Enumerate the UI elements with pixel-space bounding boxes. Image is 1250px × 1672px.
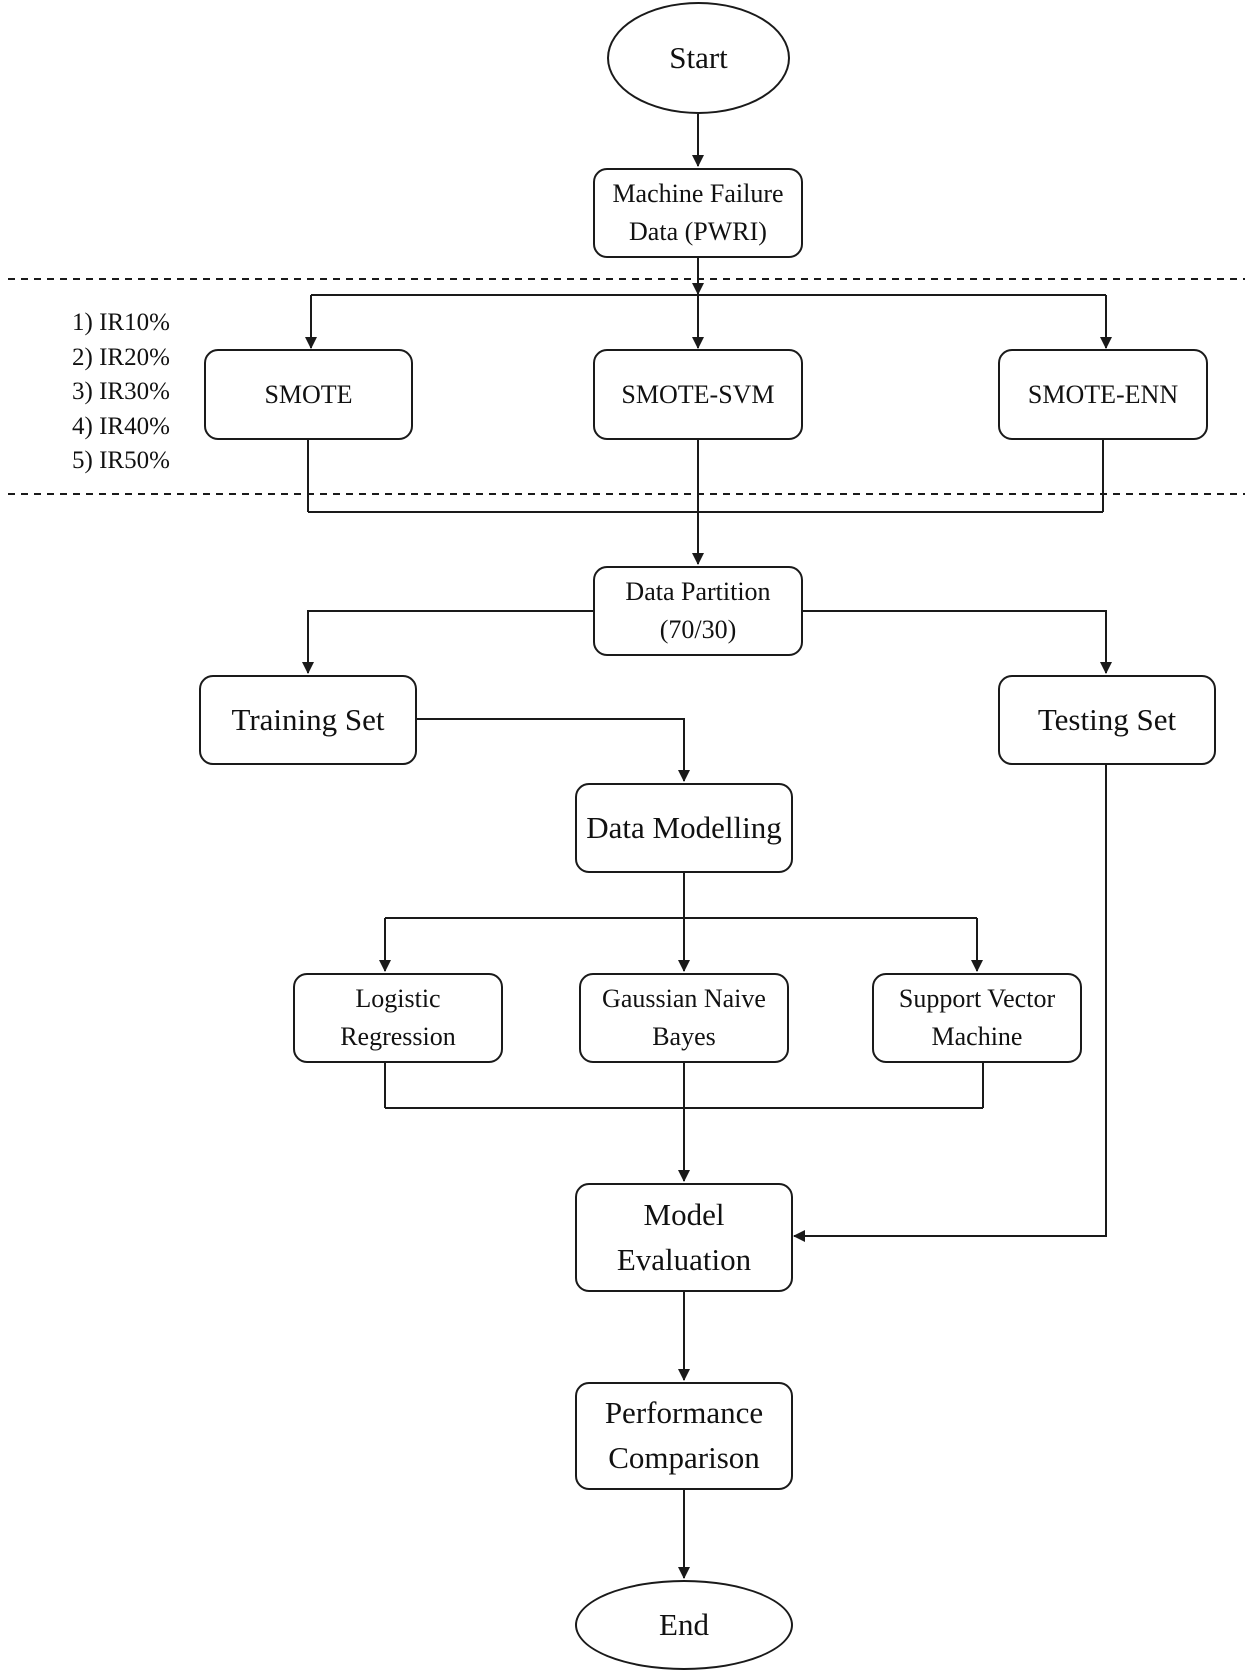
gnb-line2: Bayes [652,1022,716,1051]
imbalance-ratio-list: 1) IR10% 2) IR20% 3) IR30% 4) IR40% 5) I… [72,306,170,479]
partition-line2: (70/30) [659,615,737,644]
data-source-line1: Machine Failure [612,179,784,209]
evaluation-line2: Evaluation [616,1241,752,1277]
performance-comparison-box: Performance Comparison [575,1382,793,1490]
smote-enn-label: SMOTE-ENN [1027,379,1179,409]
comparison-line1: Performance [604,1395,764,1431]
data-partition-box: Data Partition (70/30) [593,566,803,656]
support-vector-machine-box: Support Vector Machine [872,973,1082,1063]
end-label: End [659,1606,709,1642]
testing-set-box: Testing Set [998,675,1216,765]
smote-svm-box: SMOTE-SVM [593,349,803,440]
evaluation-line1: Model [643,1196,725,1232]
smote-enn-box: SMOTE-ENN [998,349,1208,440]
machine-failure-data-box: Machine Failure Data (PWRI) [593,168,803,258]
partition-line1: Data Partition [625,577,771,607]
gaussian-naive-bayes-box: Gaussian Naive Bayes [579,973,789,1063]
data-modelling-box: Data Modelling [575,783,793,873]
gnb-line1: Gaussian Naive [602,984,766,1014]
arrow-partition-to-testing [803,610,1112,674]
svm-line2: Machine [931,1022,1023,1051]
start-label: Start [669,39,728,75]
arrow-testing-to-evaluation [793,765,1107,1242]
imbalance-ratio-item: 5) IR50% [72,447,170,474]
smote-box: SMOTE [204,349,413,440]
logistic-line2: Regression [340,1022,456,1051]
start-terminal: Start [607,2,790,114]
model-evaluation-box: Model Evaluation [575,1183,793,1292]
arrow-partition-to-training [302,610,593,674]
arrow-training-to-modelling [416,718,690,782]
testing-set-label: Testing Set [1037,701,1177,737]
training-set-label: Training Set [231,701,385,737]
data-modelling-label: Data Modelling [586,809,782,845]
training-set-box: Training Set [199,675,417,765]
data-source-line2: Data (PWRI) [629,217,767,246]
imbalance-ratio-item: 3) IR30% [72,378,170,405]
smote-svm-label: SMOTE-SVM [621,379,775,409]
smote-label: SMOTE [264,379,353,409]
imbalance-ratio-item: 2) IR20% [72,343,170,371]
logistic-line1: Logistic [355,984,441,1014]
comparison-line2: Comparison [608,1440,760,1475]
svm-line1: Support Vector [898,984,1056,1014]
imbalance-ratio-item: 4) IR40% [72,412,170,440]
end-terminal: End [575,1580,793,1670]
logistic-regression-box: Logistic Regression [293,973,503,1063]
imbalance-ratio-item: 1) IR10% [72,309,170,336]
